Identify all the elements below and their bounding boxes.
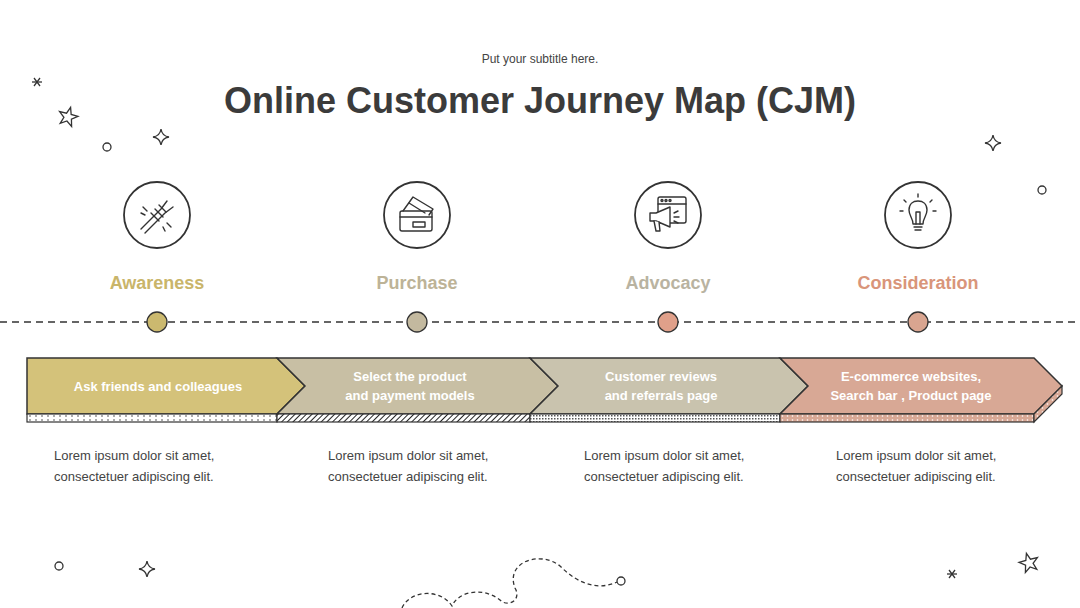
small-circle: [1038, 186, 1046, 194]
chevron-step: E-commerce websites, Search bar , Produc…: [780, 358, 1062, 422]
megaphone-icon: [650, 197, 686, 231]
description-text: Lorem ipsum dolor sit amet, consectetuer…: [836, 445, 1018, 487]
sparkle: [153, 129, 169, 145]
asterisk: [947, 570, 957, 578]
step-text: Select the product and payment models: [341, 358, 479, 414]
asterisk-stroke: [34, 78, 40, 86]
chevron-face: [780, 358, 1062, 414]
step-text: E-commerce websites, Search bar , Produc…: [821, 358, 1001, 414]
stage-name: Advocacy: [578, 271, 758, 295]
icon-stroke: [900, 194, 936, 211]
timeline-dot: [658, 312, 678, 332]
icon-stroke: [914, 226, 922, 227]
asterisk-stroke: [949, 570, 955, 578]
description-text: Lorem ipsum dolor sit amet, consectetuer…: [328, 445, 510, 487]
chevron-step: Select the product and payment models: [277, 358, 558, 422]
icon-stroke: [674, 211, 679, 223]
icon-circle: [384, 182, 450, 248]
icon-stroke: [916, 212, 920, 224]
slide-title: Online Customer Journey Map (CJM): [0, 78, 1080, 124]
asterisk: [32, 78, 42, 86]
icon-circle: [124, 182, 190, 248]
timeline-dot: [407, 312, 427, 332]
handshake-icon: [141, 201, 173, 233]
icon-stroke: [654, 221, 660, 231]
icon-stroke: [650, 207, 670, 227]
asterisk-stroke: [34, 78, 40, 86]
chevron-face: [530, 358, 808, 414]
step-text: Ask friends and colleagues: [38, 358, 278, 414]
icon-stroke: [403, 197, 433, 215]
step-text: Customer reviews and referrals page: [592, 358, 730, 414]
lightbulb-icon: [900, 194, 936, 230]
icon-stroke: [409, 203, 425, 213]
icon-stroke: [145, 207, 173, 233]
icon-stroke: [909, 201, 927, 224]
subtitle: Put your subtitle here.: [0, 51, 1080, 67]
star: [1017, 551, 1040, 573]
chevron-depth-side: [1034, 386, 1062, 422]
sparkle: [139, 561, 155, 577]
small-circle: [103, 143, 111, 151]
icon-stroke: [151, 205, 166, 221]
timeline-dot: [908, 312, 928, 332]
sparkle: [985, 135, 1001, 151]
chevron-face: [27, 358, 305, 414]
icons: [124, 182, 951, 248]
description-text: Lorem ipsum dolor sit amet, consectetuer…: [584, 445, 766, 487]
icon-stroke: [915, 229, 921, 230]
chevron-depth-strip: [27, 414, 277, 422]
card-icon: [400, 197, 433, 231]
icon-stroke: [665, 200, 667, 202]
icon-stroke: [400, 211, 432, 231]
icon-stroke: [661, 200, 663, 202]
icon-circle: [635, 182, 701, 248]
timeline-dot: [147, 312, 167, 332]
chevron-depth-strip: [780, 414, 1034, 422]
dashed-curl: [402, 559, 617, 608]
small-circle: [55, 562, 63, 570]
small-circle: [617, 577, 625, 585]
chevron-step: Customer reviews and referrals page: [530, 358, 808, 422]
chevron-face: [277, 358, 558, 414]
icon-stroke: [413, 222, 425, 227]
stage-name: Consideration: [828, 271, 1008, 295]
icon-stroke: [669, 200, 671, 202]
star: [57, 105, 80, 127]
stage-name: Awareness: [67, 271, 247, 295]
chevron-depth-strip: [530, 414, 780, 422]
icon-stroke: [141, 207, 171, 231]
icon-stroke: [658, 203, 686, 204]
chevron-depth-strip: [277, 414, 530, 422]
asterisk-stroke: [949, 570, 955, 578]
decorations: [32, 78, 1046, 608]
chevron-step: Ask friends and colleagues: [27, 358, 305, 422]
icon-stroke: [400, 216, 432, 217]
description-text: Lorem ipsum dolor sit amet, consectetuer…: [54, 445, 236, 487]
icon-circle: [885, 182, 951, 248]
stage-name: Purchase: [327, 271, 507, 295]
